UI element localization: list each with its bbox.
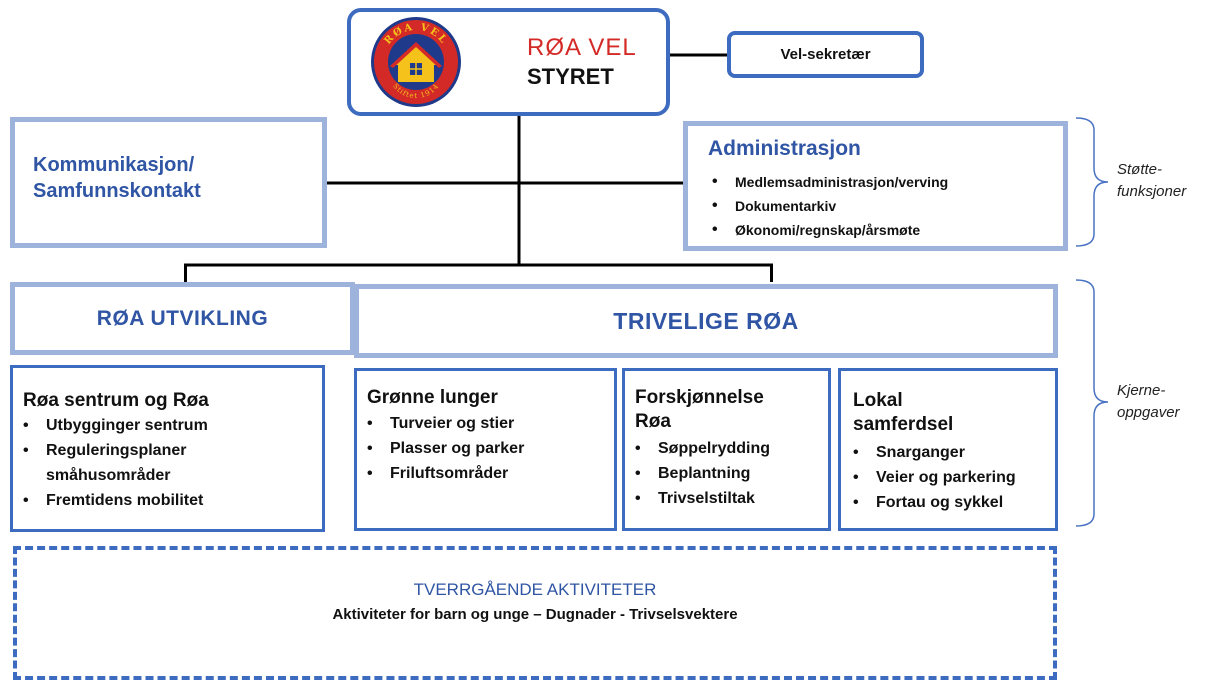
- core-tasks-label: Kjerne- oppgaver: [1117, 380, 1180, 424]
- forskjonnelse-box: Forskjønnelse Røa Søppelrydding Beplantn…: [622, 368, 831, 531]
- list-item: Søppelrydding: [628, 436, 828, 461]
- cross-cutting-title: TVERRGÅENDE AKTIVITETER: [413, 580, 657, 599]
- list-item: Fremtidens mobilitet: [16, 488, 321, 513]
- list-item: Fortau og sykkel: [846, 490, 1056, 515]
- list-item: Snarganger: [846, 440, 1056, 465]
- trivelige-roa-header: TRIVELIGE RØA: [354, 284, 1058, 358]
- list-item: Turveier og stier: [360, 411, 615, 436]
- roa-sentrum-list: Utbygginger sentrum Reguleringsplaner sm…: [16, 413, 321, 513]
- list-item-continuation: småhusområder: [46, 467, 171, 484]
- board-org-name: RØA VEL: [527, 34, 637, 61]
- list-item: Utbygginger sentrum: [16, 413, 321, 438]
- list-item: Veier og parkering: [846, 465, 1056, 490]
- core-label-line2: oppgaver: [1117, 404, 1180, 421]
- forskjonnelse-title-line1: Forskjønnelse: [635, 387, 764, 408]
- forskjonnelse-list: Søppelrydding Beplantning Trivselstiltak: [628, 436, 828, 511]
- communication-box: Kommunikasjon/ Samfunnskontakt: [10, 117, 327, 248]
- lokal-samferdsel-list: Snarganger Veier og parkering Fortau og …: [846, 440, 1056, 515]
- roa-sentrum-title: Røa sentrum og Røa: [23, 390, 209, 411]
- brace-core: [1075, 279, 1109, 527]
- forskjonnelse-title-line2: Røa: [635, 411, 671, 432]
- roa-sentrum-box: Røa sentrum og Røa Utbygginger sentrum R…: [10, 365, 325, 532]
- gronne-lunger-list: Turveier og stier Plasser og parker Fril…: [360, 411, 615, 486]
- cross-cutting-subtitle: Aktiviteter for barn og unge – Dugnader …: [332, 606, 738, 623]
- gronne-lunger-box: Grønne lunger Turveier og stier Plasser …: [354, 368, 617, 531]
- brace-support: [1075, 117, 1109, 247]
- board-title: STYRET: [527, 64, 614, 89]
- list-item: Trivselstiltak: [628, 486, 828, 511]
- secretary-box: Vel-sekretær: [727, 31, 924, 78]
- list-item: Økonomi/regnskap/årsmøte: [705, 218, 1060, 242]
- list-item: Friluftsområder: [360, 461, 615, 486]
- lokal-samferdsel-box: Lokal samferdsel Snarganger Veier og par…: [838, 368, 1058, 531]
- administration-title: Administrasjon: [708, 137, 861, 160]
- lokal-samferdsel-title-line2: samferdsel: [853, 414, 954, 435]
- communication-title-line2: Samfunnskontakt: [33, 180, 201, 202]
- roa-utvikling-header: RØA UTVIKLING: [10, 282, 355, 355]
- roa-utvikling-title: RØA UTVIKLING: [96, 306, 269, 330]
- secretary-label: Vel-sekretær: [780, 46, 871, 63]
- list-item: Dokumentarkiv: [705, 194, 1060, 218]
- board-box: RØA VEL Stiftet 1914 RØA VEL STYRET: [347, 8, 670, 116]
- gronne-lunger-title: Grønne lunger: [367, 387, 498, 408]
- administration-list: Medlemsadministrasjon/verving Dokumentar…: [705, 170, 1060, 242]
- support-functions-label: Støtte- funksjoner: [1117, 159, 1186, 203]
- support-label-line2: funksjoner: [1117, 183, 1187, 200]
- list-item: Beplantning: [628, 461, 828, 486]
- core-label-line1: Kjerne-: [1117, 382, 1166, 399]
- list-item: Plasser og parker: [360, 436, 615, 461]
- communication-title-line1: Kommunikasjon/: [33, 154, 195, 176]
- cross-cutting-box: TVERRGÅENDE AKTIVITETER Aktiviteter for …: [13, 546, 1057, 680]
- trivelige-roa-title: TRIVELIGE RØA: [613, 307, 799, 334]
- lokal-samferdsel-title-line1: Lokal: [853, 390, 903, 411]
- roa-vel-logo: RØA VEL Stiftet 1914: [371, 17, 461, 107]
- administration-box: Administrasjon Medlemsadministrasjon/ver…: [683, 121, 1068, 251]
- list-item: Reguleringsplaner: [16, 438, 321, 463]
- list-item: Medlemsadministrasjon/verving: [705, 170, 1060, 194]
- support-label-line1: Støtte-: [1117, 161, 1163, 178]
